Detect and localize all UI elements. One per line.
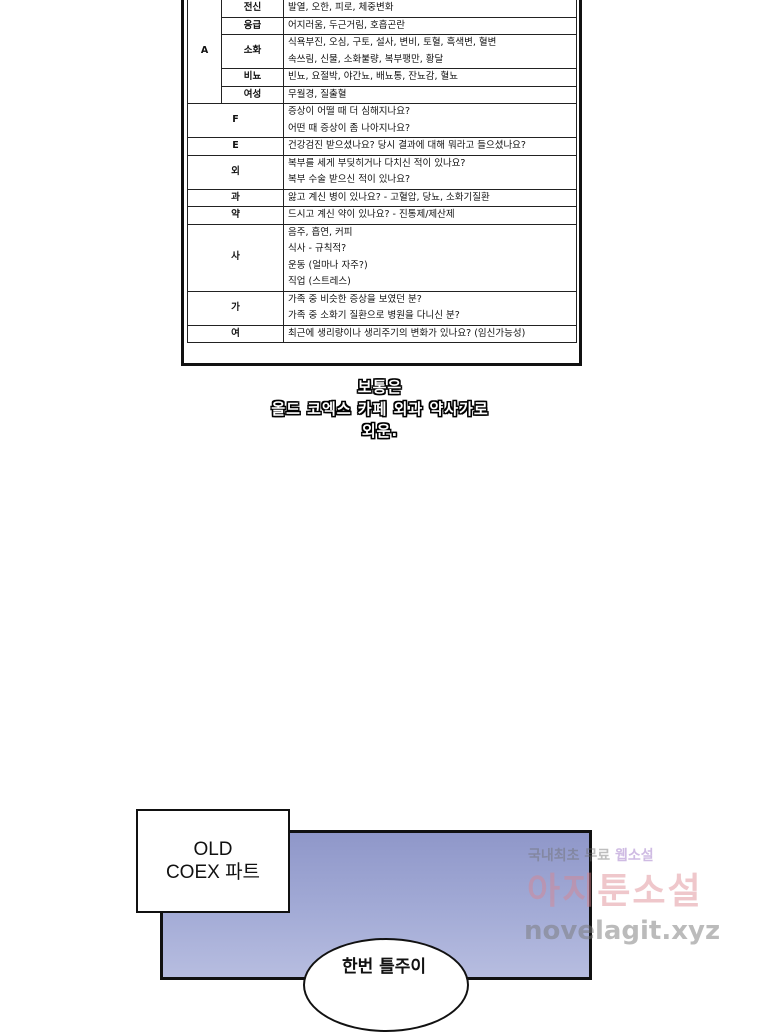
question-cell: 증상이 어떨 때 더 심해지나요?어떤 때 증상이 좀 나아지나요? — [283, 103, 577, 138]
speech-bubble-text: 한번 틀주이 — [341, 957, 427, 977]
category-cell: 과 — [187, 188, 284, 207]
question-cell: 어지러움, 두근거림, 호흡곤란 — [283, 16, 577, 35]
question-cell: 가족 중 비슷한 증상을 보였던 분?가족 중 소화기 질환으로 병원을 다니신… — [283, 290, 577, 326]
history-taking-table-frame: A 전신 발열, 오한, 피로, 체중변화 응급 어지러움, 두근거림, 호흡곤… — [181, 0, 582, 366]
caption-line: OLD — [193, 839, 233, 860]
table-row: 여 최근에 생리량이나 생리주기의 변화가 있나요? (임신가능성) — [187, 324, 577, 343]
narration-line: 올드 코엑스 카페 외과 약사가로 — [271, 400, 489, 418]
question-cell: 복부를 세게 부딪히거나 다치신 적이 있나요?복부 수술 받으신 적이 있나요… — [283, 154, 577, 190]
category-cell: 사 — [187, 223, 284, 292]
category-cell: 약 — [187, 206, 284, 225]
question-cell: 드시고 계신 약이 있나요? - 진통제/제산제 — [283, 206, 577, 225]
table-row: 과 앓고 계신 병이 있나요? - 고혈압, 당뇨, 소화기질환 — [187, 188, 577, 207]
table-row: 여성 무월경, 질출혈 — [188, 85, 577, 104]
table-row: 응급 어지러움, 두근거림, 호흡곤란 — [188, 16, 577, 35]
category-cell: 외 — [187, 154, 284, 190]
table-row: 약 드시고 계신 약이 있나요? - 진통제/제산제 — [187, 206, 577, 225]
category-cell: E — [187, 137, 284, 156]
table-row: E 건강검진 받으셨나요? 당시 결과에 대해 뭐라고 들으셨나요? — [187, 137, 577, 156]
table-row: 비뇨 빈뇨, 요절박, 야간뇨, 배뇨통, 잔뇨감, 혈뇨 — [188, 68, 577, 87]
narration-text: 보통은 올드 코엑스 카페 외과 약사가로 외운. — [180, 376, 580, 442]
table-row: F 증상이 어떨 때 더 심해지나요?어떤 때 증상이 좀 나아지나요? — [187, 103, 577, 138]
question-cell: 무월경, 질출혈 — [283, 85, 577, 104]
category-cell: 여 — [187, 324, 284, 343]
subcategory-cell: 여성 — [221, 85, 284, 104]
narration-line: 외운. — [361, 422, 399, 440]
table-row: A 전신 발열, 오한, 피로, 체중변화 — [187, 0, 577, 104]
caption-line: COEX 파트 — [165, 862, 261, 883]
category-cell: F — [187, 103, 284, 138]
caption-text: OLD COEX 파트 — [166, 838, 260, 884]
table-row: 가 가족 중 비슷한 증상을 보였던 분?가족 중 소화기 질환으로 병원을 다… — [187, 290, 577, 326]
question-cell: 발열, 오한, 피로, 체중변화 — [283, 0, 577, 18]
caption-box: OLD COEX 파트 — [136, 809, 290, 913]
question-cell: 건강검진 받으셨나요? 당시 결과에 대해 뭐라고 들으셨나요? — [283, 137, 577, 156]
category-cell: A — [187, 0, 222, 104]
question-cell: 빈뇨, 요절박, 야간뇨, 배뇨통, 잔뇨감, 혈뇨 — [283, 68, 577, 87]
table-row: 외 복부를 세게 부딪히거나 다치신 적이 있나요?복부 수술 받으신 적이 있… — [187, 154, 577, 190]
subcategory-cell: 비뇨 — [221, 68, 284, 87]
category-cell: 가 — [187, 290, 284, 326]
question-cell: 앓고 계신 병이 있나요? - 고혈압, 당뇨, 소화기질환 — [283, 188, 577, 207]
subcategory-cell: 소화 — [221, 34, 284, 69]
narration-line: 보통은 — [357, 378, 403, 396]
history-taking-table: A 전신 발열, 오한, 피로, 체중변화 응급 어지러움, 두근거림, 호흡곤… — [187, 0, 577, 343]
subcategory-cell: 응급 — [221, 16, 284, 35]
question-cell: 최근에 생리량이나 생리주기의 변화가 있나요? (임신가능성) — [283, 324, 577, 343]
subcategory-cell: 전신 — [221, 0, 284, 18]
